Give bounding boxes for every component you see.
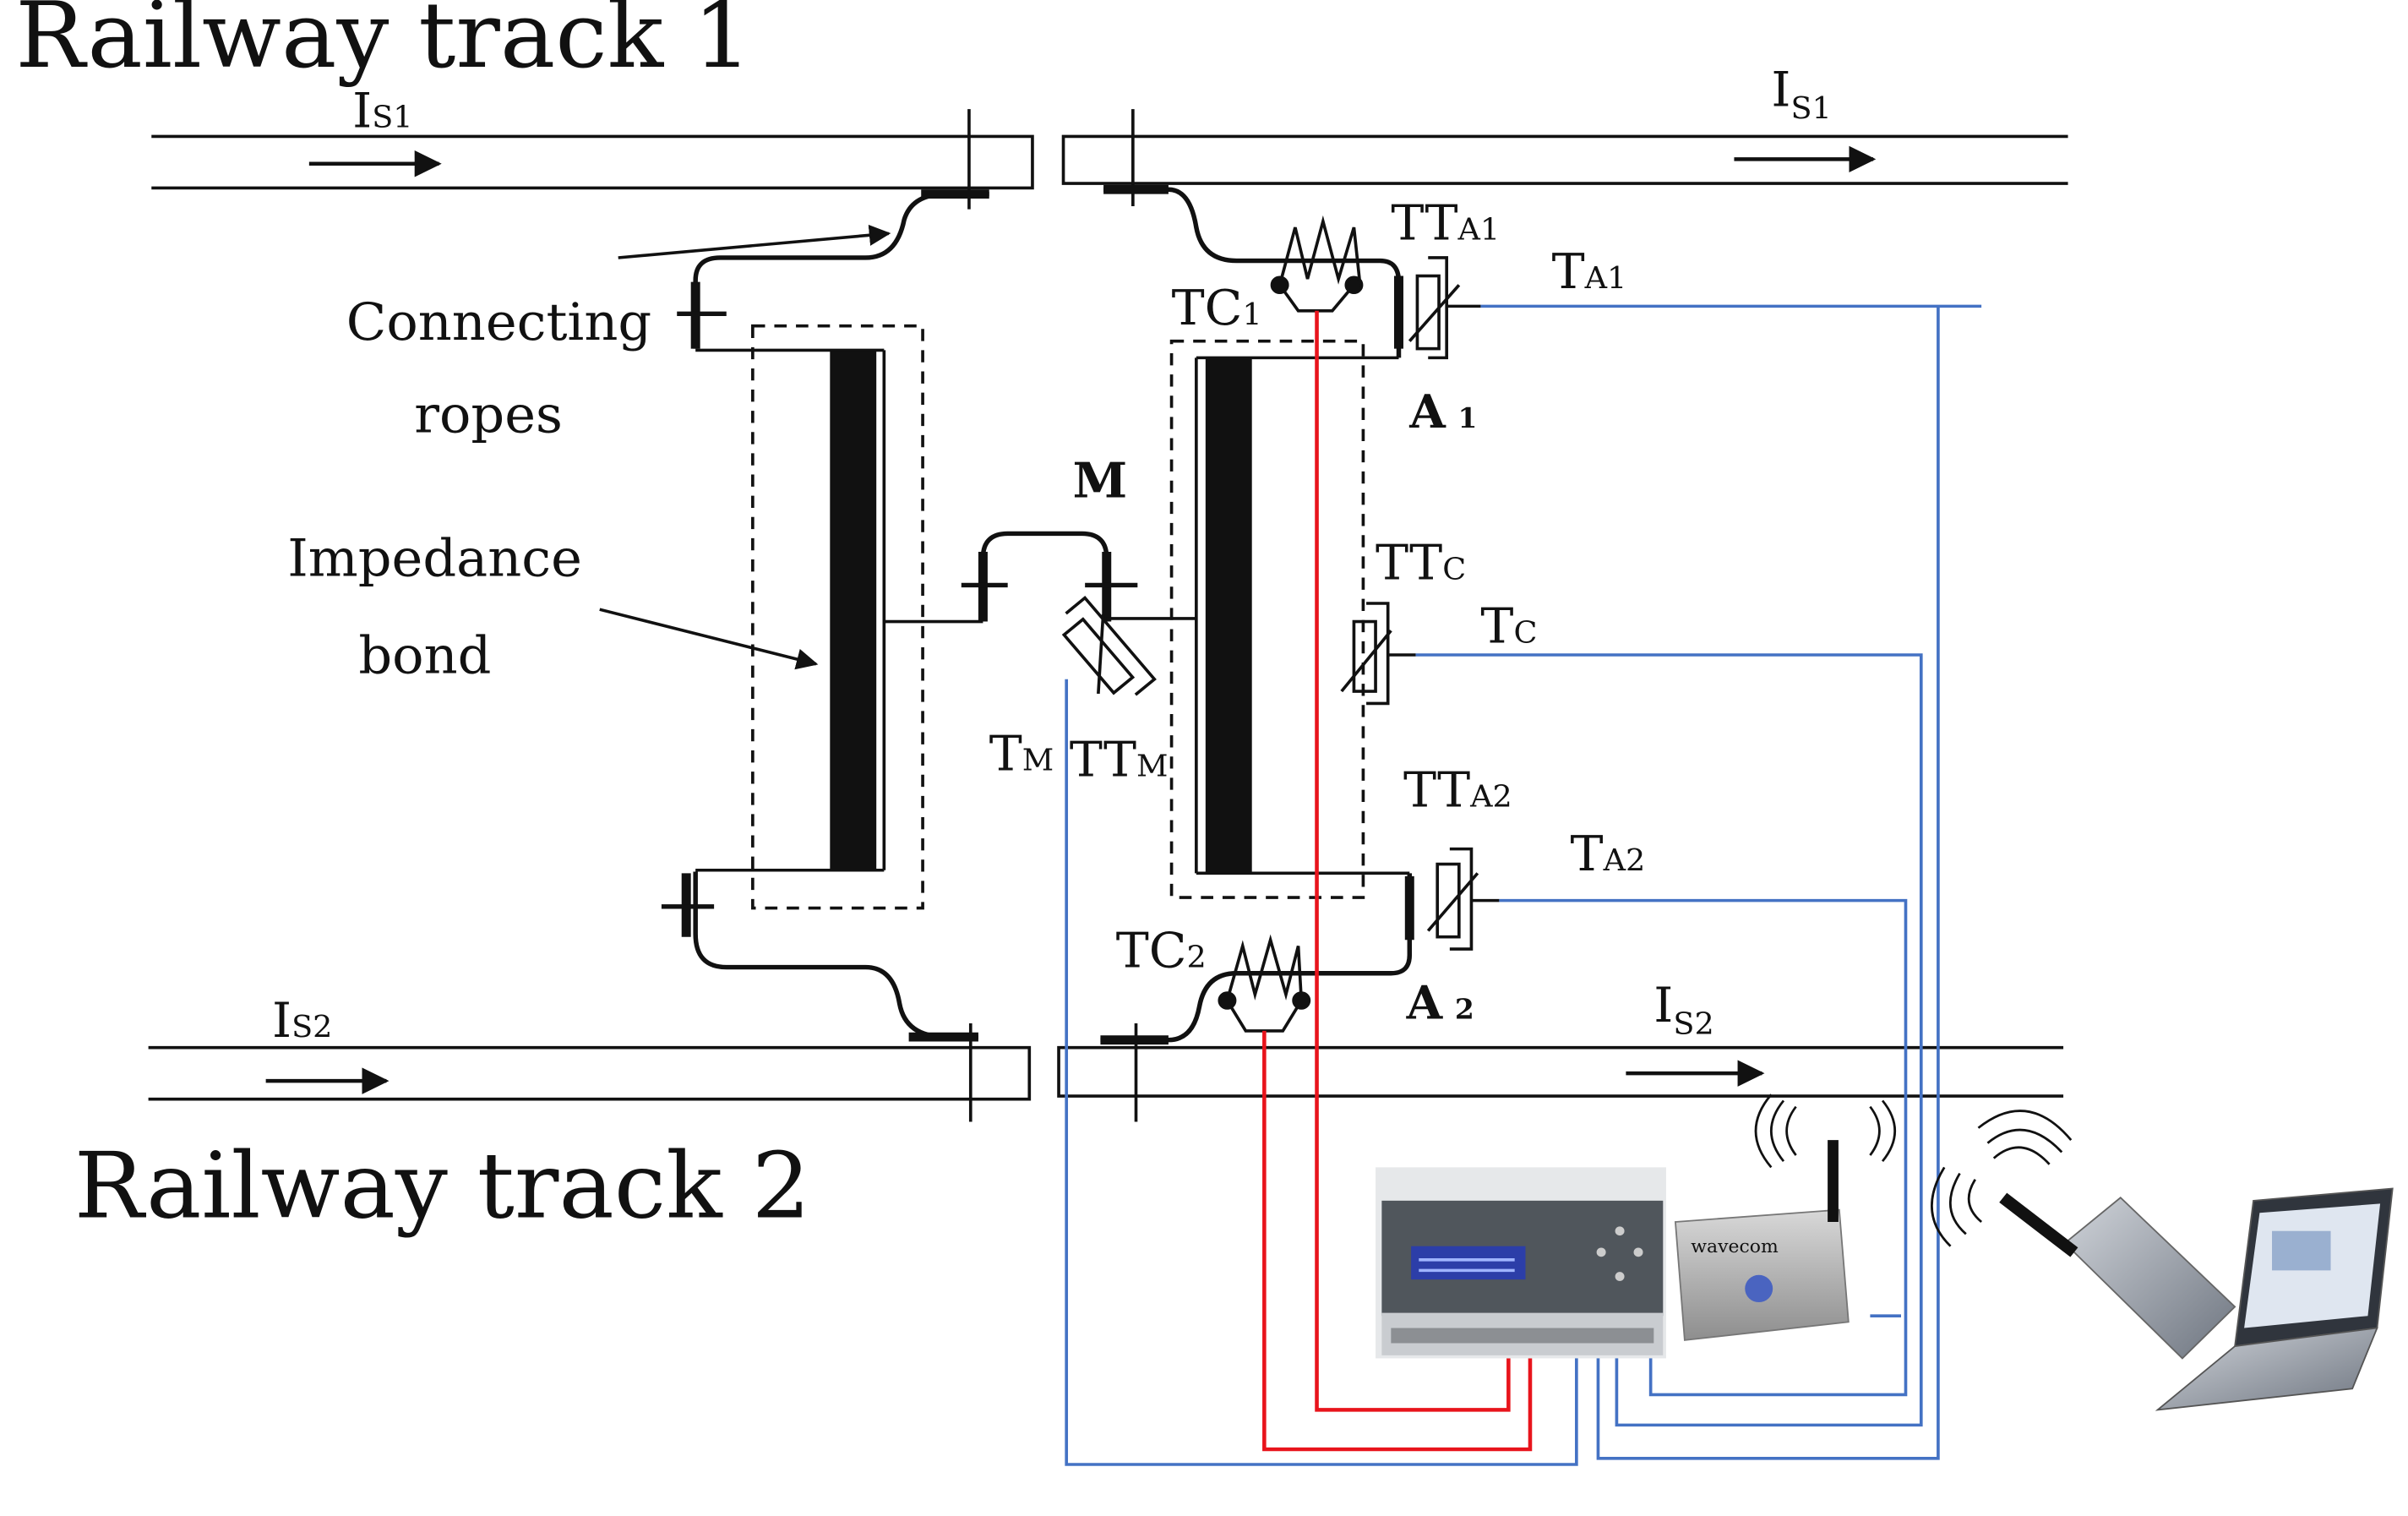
current-is2-right-label: IS2 — [1653, 977, 1713, 1042]
midpoint-label: M — [1073, 452, 1128, 509]
connecting-ropes-label-line1: Connecting — [346, 292, 651, 352]
tta1-label: TTA1 — [1391, 194, 1500, 251]
tc-label: TC — [1480, 597, 1537, 654]
laptop-receiver — [1931, 1110, 2394, 1411]
temperature-sensor-tta2 — [1426, 847, 1500, 951]
modem-brand-label: wavecom — [1691, 1236, 1779, 1257]
thermocouple-tc2 — [1218, 934, 1311, 1033]
midpoint-connection — [884, 531, 1196, 624]
signal-wires — [1065, 304, 1982, 1466]
connecting-ropes-label-line2: ropes — [414, 384, 563, 444]
rail-track-1 — [151, 134, 2068, 190]
data-logger-device — [1376, 1167, 1666, 1359]
right-connecting-ropes — [1100, 184, 1414, 1045]
tm-label: TM — [989, 725, 1054, 782]
thermocouple-wires — [1262, 310, 1533, 1452]
thermocouple-tc1 — [1270, 215, 1364, 313]
tc1-label: TC1 — [1172, 279, 1262, 335]
left-impedance-bond — [695, 324, 924, 910]
label-pointers — [599, 224, 891, 670]
temperature-sensor-tta1 — [1408, 256, 1481, 360]
rail-track-2 — [148, 1045, 2064, 1101]
current-is1-left-label: IS1 — [352, 82, 412, 139]
ta1-label: TA1 — [1552, 243, 1627, 299]
impedance-bond-label-line2: bond — [358, 625, 491, 685]
railway-track-1-label: Railway track 1 — [15, 0, 752, 89]
temperature-sensor-ttm — [1061, 595, 1157, 696]
temperature-sensor-ttc — [1340, 602, 1416, 706]
impedance-bond-label-line1: Impedance — [287, 528, 582, 588]
ttm-label: TTM — [1070, 731, 1169, 788]
right-impedance-bond — [1169, 339, 1410, 899]
tta2-label: TTA2 — [1403, 761, 1512, 818]
current-is2-left-label: IS2 — [272, 992, 332, 1049]
ta2-label: TA2 — [1571, 825, 1646, 881]
current-arrows — [265, 145, 1877, 1094]
railway-track-2-label: Railway track 2 — [74, 1133, 811, 1240]
current-is1-right-label: IS1 — [1771, 61, 1831, 126]
ttc-label: TTC — [1376, 534, 1466, 591]
gsm-modem: wavecom — [1674, 1093, 1897, 1341]
left-connecting-ropes — [661, 189, 989, 1042]
tc2-label: TC2 — [1116, 922, 1207, 979]
